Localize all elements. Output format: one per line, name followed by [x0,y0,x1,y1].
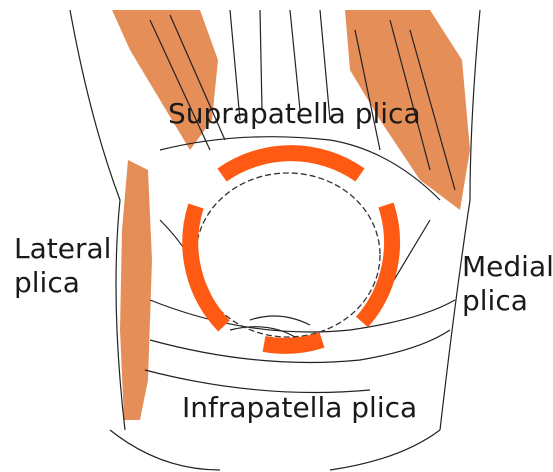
patella-outline [196,173,380,337]
medial-plica-label-line1: Medial [462,250,553,284]
lateral-plica-label-line2: plica [14,266,111,300]
suprapatella-plica-label: Suprapatella plica [168,97,421,131]
suprapatella-plica-arc [222,153,360,175]
infrapatella-plica-arc [264,340,322,346]
lateral-plica-arc [190,206,224,326]
medial-plica-arc [362,205,392,322]
medial-plica-label-line2: plica [462,284,553,318]
plica-ring [190,153,392,346]
medial-plica-label: Medial plica [462,250,553,318]
lateral-plica-label: Lateral plica [14,232,111,300]
lateral-band-muscle [120,160,152,420]
lateral-plica-label-line1: Lateral [14,232,111,266]
muscle-shading [112,10,470,420]
infrapatella-plica-label: Infrapatella plica [182,391,417,425]
